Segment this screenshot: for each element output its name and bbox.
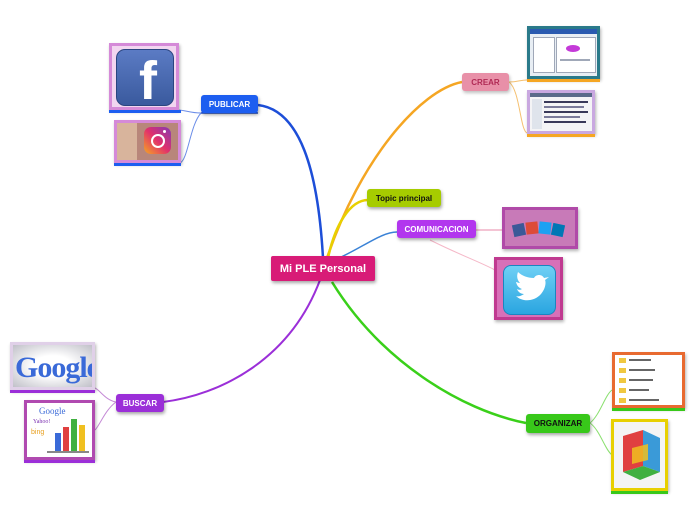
organizar-logo-underline <box>611 491 668 494</box>
social-icons-image[interactable] <box>502 207 578 249</box>
search-engines-chart-icon: Google Yahoo! bing <box>27 403 92 457</box>
link-organizar-logo <box>589 422 613 456</box>
link-facebook <box>177 109 202 114</box>
crear-screenshot-1-underline <box>527 79 600 82</box>
link-google <box>94 387 117 403</box>
topic-organizar-label: ORGANIZAR <box>533 419 583 428</box>
search-engines-image[interactable]: Google Yahoo! bing <box>24 400 95 460</box>
google-logo-icon: Google <box>15 351 95 384</box>
topic-organizar[interactable]: ORGANIZAR <box>526 414 590 433</box>
google-underline <box>10 390 95 393</box>
crear-screenshot-1[interactable] <box>527 26 600 79</box>
crear-screenshot-2-underline <box>527 134 595 137</box>
link-folders <box>589 389 613 424</box>
twitter-image[interactable] <box>494 257 563 320</box>
twitter-bird-icon <box>503 265 556 315</box>
central-topic[interactable]: Mi PLE Personal <box>271 256 375 281</box>
branch-topic-principal <box>326 198 369 259</box>
organizar-logo-image[interactable] <box>611 419 668 491</box>
link-search-engines <box>94 401 117 431</box>
instagram-image[interactable] <box>114 120 181 163</box>
social-network-icons <box>511 220 567 240</box>
topic-publicar-label: PUBLICAR <box>208 99 251 109</box>
topic-buscar-label: BUSCAR <box>122 398 158 408</box>
facebook-image[interactable]: f <box>109 43 179 110</box>
facebook-logo-icon: f <box>116 49 174 107</box>
facebook-glyph: f <box>139 51 157 110</box>
link-instagram <box>179 112 202 164</box>
topic-principal[interactable]: Topic principal <box>367 189 441 207</box>
folders-image[interactable] <box>612 352 685 408</box>
app-logo-icon <box>618 426 663 484</box>
branch-publicar <box>257 103 325 259</box>
instagram-underline <box>114 163 181 166</box>
software-window-screenshot <box>530 29 597 34</box>
instagram-hand <box>117 123 137 160</box>
branch-organizar <box>330 281 527 425</box>
link-crear-2 <box>508 81 528 134</box>
instagram-logo-icon <box>144 127 171 154</box>
google-image[interactable]: Google <box>10 342 95 390</box>
topic-publicar[interactable]: PUBLICAR <box>201 95 258 113</box>
folders-underline <box>612 408 685 411</box>
crear-screenshot-2[interactable] <box>527 90 595 134</box>
search-engines-underline <box>24 460 95 463</box>
topic-comunicacion[interactable]: COMUNICACION <box>397 220 476 238</box>
branch-buscar <box>162 279 321 403</box>
topic-buscar[interactable]: BUSCAR <box>116 394 164 412</box>
topic-crear[interactable]: CREAR <box>462 73 509 91</box>
facebook-underline <box>109 110 181 113</box>
link-twitter <box>429 239 496 271</box>
folder-list-icon <box>619 358 679 405</box>
link-crear-1 <box>508 79 528 83</box>
software-window-screenshot <box>530 93 592 97</box>
topic-crear-label: CREAR <box>471 77 500 87</box>
topic-principal-label: Topic principal <box>375 193 433 203</box>
topic-comunicacion-label: COMUNICACION <box>404 224 469 234</box>
central-topic-label: Mi PLE Personal <box>279 262 367 275</box>
